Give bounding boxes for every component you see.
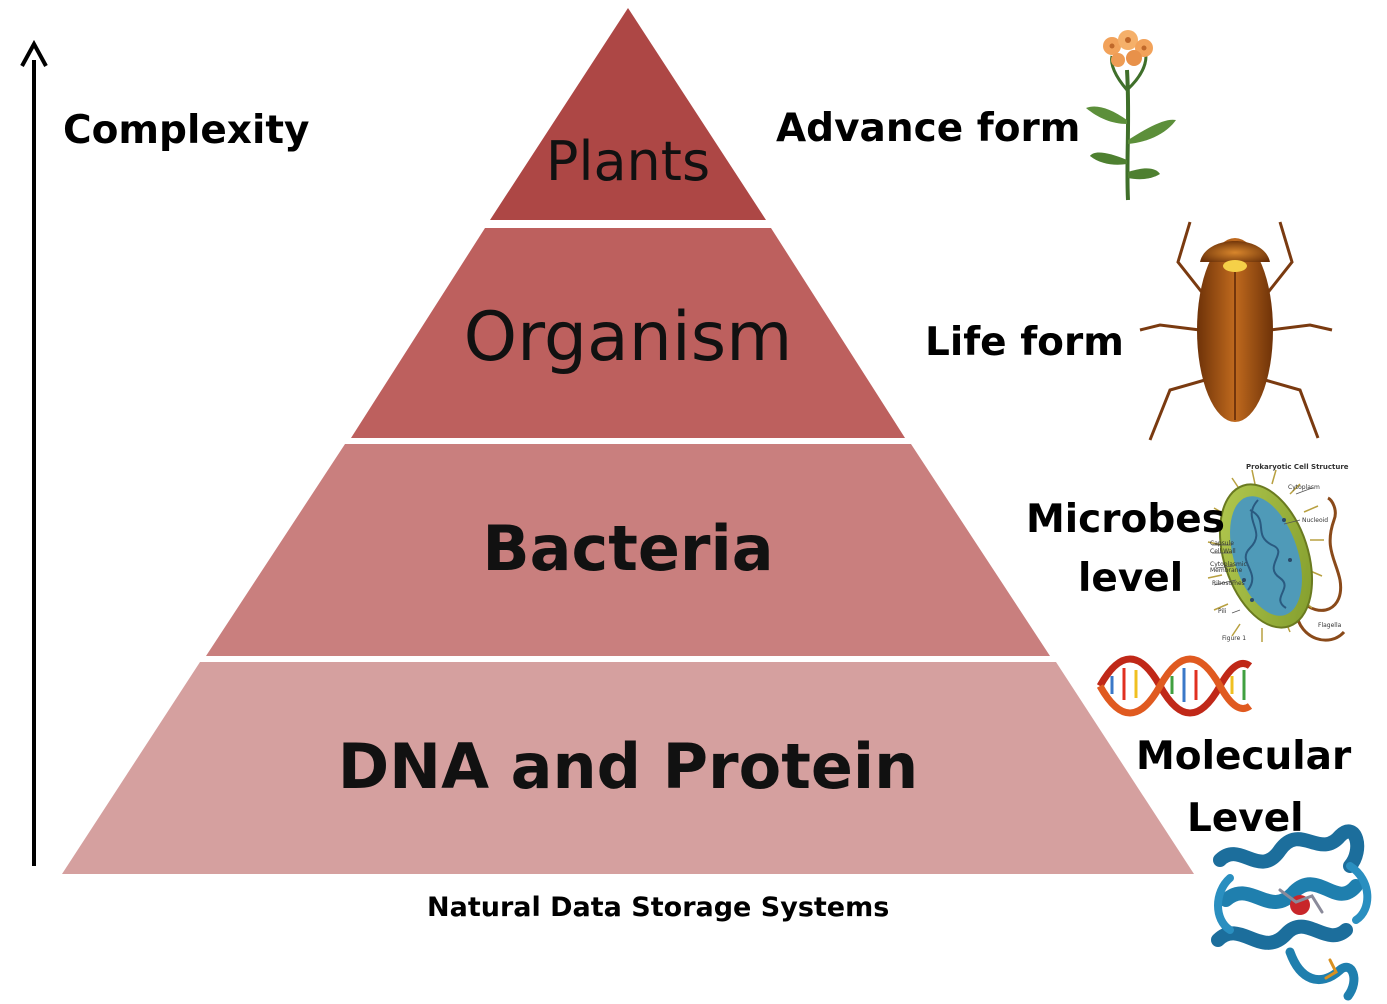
tier-label-plants: Plants <box>545 130 711 193</box>
tier-label-organism: Organism <box>463 298 793 377</box>
protein-ribbon-illustration <box>1211 824 1372 1001</box>
tier-plants <box>490 8 766 220</box>
tier-bacteria <box>206 444 1050 656</box>
side-label-molecular: Molecular <box>1136 734 1352 779</box>
cell-label-capsule: Capsule <box>1210 540 1234 547</box>
tier-label-bacteria: Bacteria <box>482 512 774 585</box>
side-label-molecular-level: Level <box>1187 796 1304 841</box>
dna-helix-illustration <box>1096 655 1253 717</box>
insect-illustration <box>1139 221 1333 441</box>
diagram-caption: Natural Data Storage Systems <box>427 892 890 923</box>
cell-label-cytoplasmic-membrane: Cytoplasmic Membrane <box>1210 561 1247 574</box>
tier-label-dna-protein: DNA and Protein <box>337 730 919 803</box>
complexity-label: Complexity <box>63 108 310 153</box>
cell-figure-title: Prokaryotic Cell Structure <box>1246 463 1349 471</box>
bacteria-cell-illustration <box>1207 469 1346 642</box>
side-label-life-form: Life form <box>925 320 1124 365</box>
cell-label-cell-wall: Cell Wall <box>1210 548 1236 555</box>
cell-label-ribosomes: Ribosomes <box>1212 580 1245 587</box>
cell-label-nucleoid: Nucleoid <box>1302 517 1329 524</box>
side-label-microbes: Microbes <box>1026 497 1225 542</box>
insect-body <box>1197 238 1273 422</box>
cell-label-flagella: Flagella <box>1318 622 1342 629</box>
side-label-microbes-level: level <box>1078 556 1184 601</box>
cell-label-cytoplasm: Cytoplasm <box>1288 484 1320 491</box>
tier-dna-protein <box>62 662 1194 874</box>
plant-illustration <box>1086 30 1176 201</box>
cell-label-pili: Pili <box>1218 608 1227 615</box>
cell-figure-caption: Figure 1 <box>1222 635 1247 642</box>
tier-organism <box>351 228 905 438</box>
complexity-arrow <box>20 39 48 866</box>
side-label-advance-form: Advance form <box>776 106 1081 151</box>
